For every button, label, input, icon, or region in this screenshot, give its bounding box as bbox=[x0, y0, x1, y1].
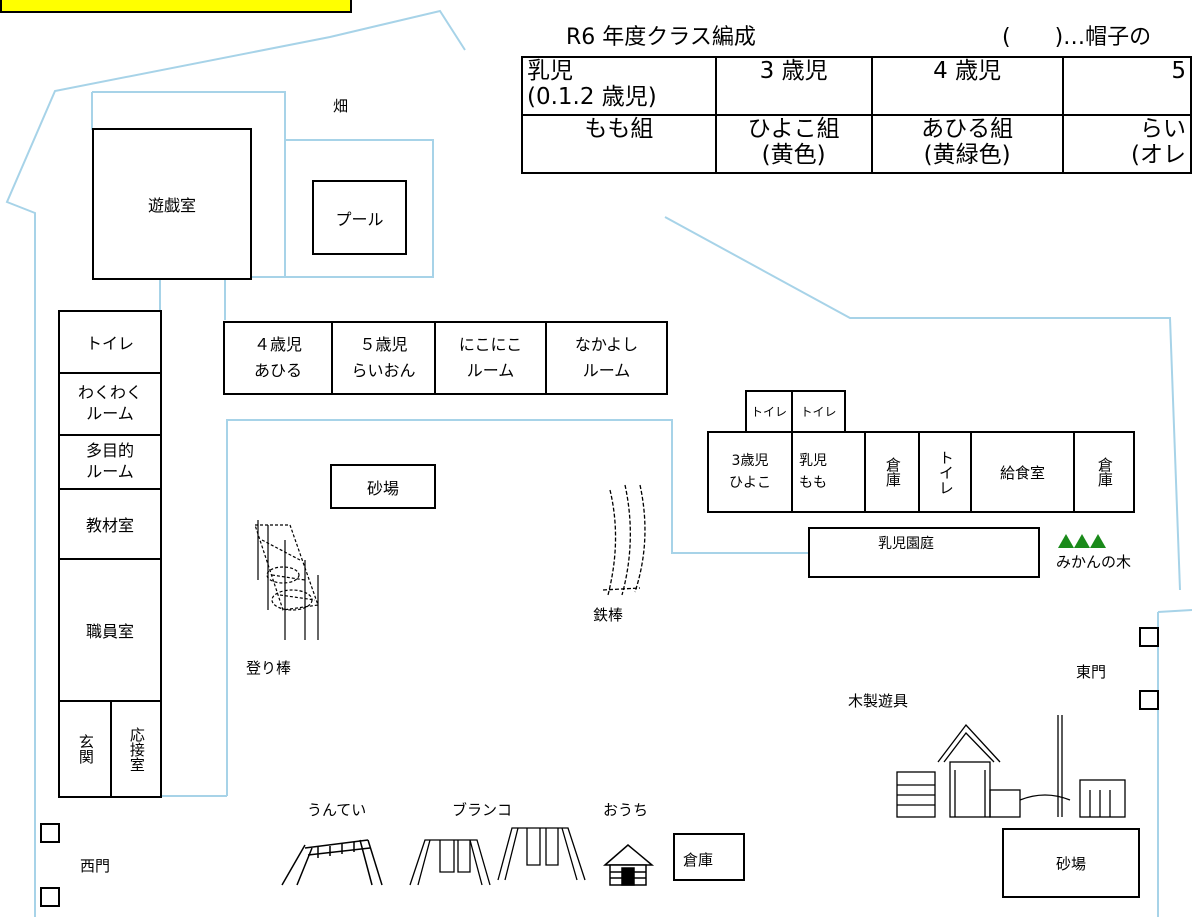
classroom-3yo: 3歳児 ひよこ bbox=[707, 431, 793, 513]
legend-note: ( )…帽子の bbox=[1002, 25, 1152, 50]
east-gate-label: 東門 bbox=[1076, 663, 1107, 681]
class-table: 乳児 (0.1.2 歳児) 3 歳児 4 歳児 5 もも組 ひよこ組 (黄色) … bbox=[521, 56, 1192, 174]
swing-drawing bbox=[409, 827, 586, 886]
wooden-play-equipment-drawing bbox=[896, 715, 1126, 818]
iron-bar-drawing bbox=[602, 484, 646, 596]
kitchen: 給食室 bbox=[970, 431, 1075, 513]
infant-garden: 乳児園庭 bbox=[808, 527, 1040, 578]
class-table-header-row: 乳児 (0.1.2 歳児) 3 歳児 4 歳児 5 bbox=[521, 56, 1192, 116]
wooden-play-label: 木製遊具 bbox=[848, 692, 909, 710]
sandbox: 砂場 bbox=[330, 464, 436, 509]
toilet-b: トイレ bbox=[791, 390, 846, 433]
class-cell: あひる組 (黄緑色) bbox=[870, 114, 1064, 174]
classroom-5yo: ５歳児 らいおん bbox=[331, 321, 436, 395]
tree-icons bbox=[1058, 534, 1106, 548]
highlight-label-box bbox=[0, 0, 352, 13]
east-gate-post bbox=[1139, 627, 1159, 647]
playroom: 遊戯室 bbox=[92, 128, 252, 280]
classroom-4yo: ４歳児 あひる bbox=[223, 321, 333, 395]
storage-2: 倉庫 bbox=[1073, 431, 1135, 513]
mandarin-tree-label: みかんの木 bbox=[1056, 553, 1132, 571]
class-cell: ひよこ組 (黄色) bbox=[714, 114, 873, 174]
toilet-east: トイレ bbox=[918, 431, 972, 513]
header-cell: 5 bbox=[1061, 56, 1192, 116]
playroom-label: 遊戯室 bbox=[147, 196, 196, 215]
nakayoshi-room: なかよし ルーム bbox=[545, 321, 668, 395]
storage-1: 倉庫 bbox=[864, 431, 920, 513]
east-gate-post bbox=[1139, 690, 1159, 710]
storage-3: 倉庫 bbox=[673, 833, 745, 881]
materials-room: 教材室 bbox=[58, 488, 162, 560]
multipurpose-room: 多目的 ルーム bbox=[58, 434, 162, 490]
infant-room: 乳児 もも bbox=[791, 431, 866, 513]
playhouse-label: おうち bbox=[603, 801, 649, 819]
west-gate-post bbox=[40, 887, 60, 907]
staff-room: 職員室 bbox=[58, 558, 162, 702]
monkey-bars-label: うんてい bbox=[307, 801, 367, 819]
class-cell: もも組 bbox=[521, 114, 717, 174]
west-gate-post bbox=[40, 823, 60, 843]
wakuwaku-room: わくわく ルーム bbox=[58, 372, 162, 436]
header-cell: 乳児 (0.1.2 歳児) bbox=[521, 56, 717, 116]
climbing-pole-label: 登り棒 bbox=[246, 659, 292, 677]
pool: プール bbox=[312, 180, 407, 255]
sandbox-east: 砂場 bbox=[1002, 828, 1140, 898]
reception-room: 応接室 bbox=[110, 700, 162, 798]
swing-label: ブランコ bbox=[452, 801, 513, 819]
table-title: R6 年度クラス編成 bbox=[566, 25, 756, 50]
class-cell: らい (オレ bbox=[1061, 114, 1192, 174]
toilet-a: トイレ bbox=[745, 390, 793, 433]
climbing-pole-drawing bbox=[254, 520, 319, 640]
entrance: 玄関 bbox=[58, 700, 112, 798]
west-gate-label: 西門 bbox=[80, 857, 111, 875]
class-table-row: もも組 ひよこ組 (黄色) あひる組 (黄緑色) らい (オレ bbox=[521, 114, 1192, 174]
playhouse-drawing bbox=[602, 844, 655, 886]
nikoniko-room: にこにこ ルーム bbox=[434, 321, 547, 395]
field-label: 畑 bbox=[333, 97, 349, 115]
toilet-west: トイレ bbox=[58, 310, 162, 374]
pool-label: プール bbox=[335, 209, 384, 229]
header-cell: 4 歳児 bbox=[870, 56, 1064, 116]
monkey-bars-drawing bbox=[281, 839, 383, 886]
header-cell: 3 歳児 bbox=[714, 56, 873, 116]
iron-bar-label: 鉄棒 bbox=[593, 606, 624, 624]
